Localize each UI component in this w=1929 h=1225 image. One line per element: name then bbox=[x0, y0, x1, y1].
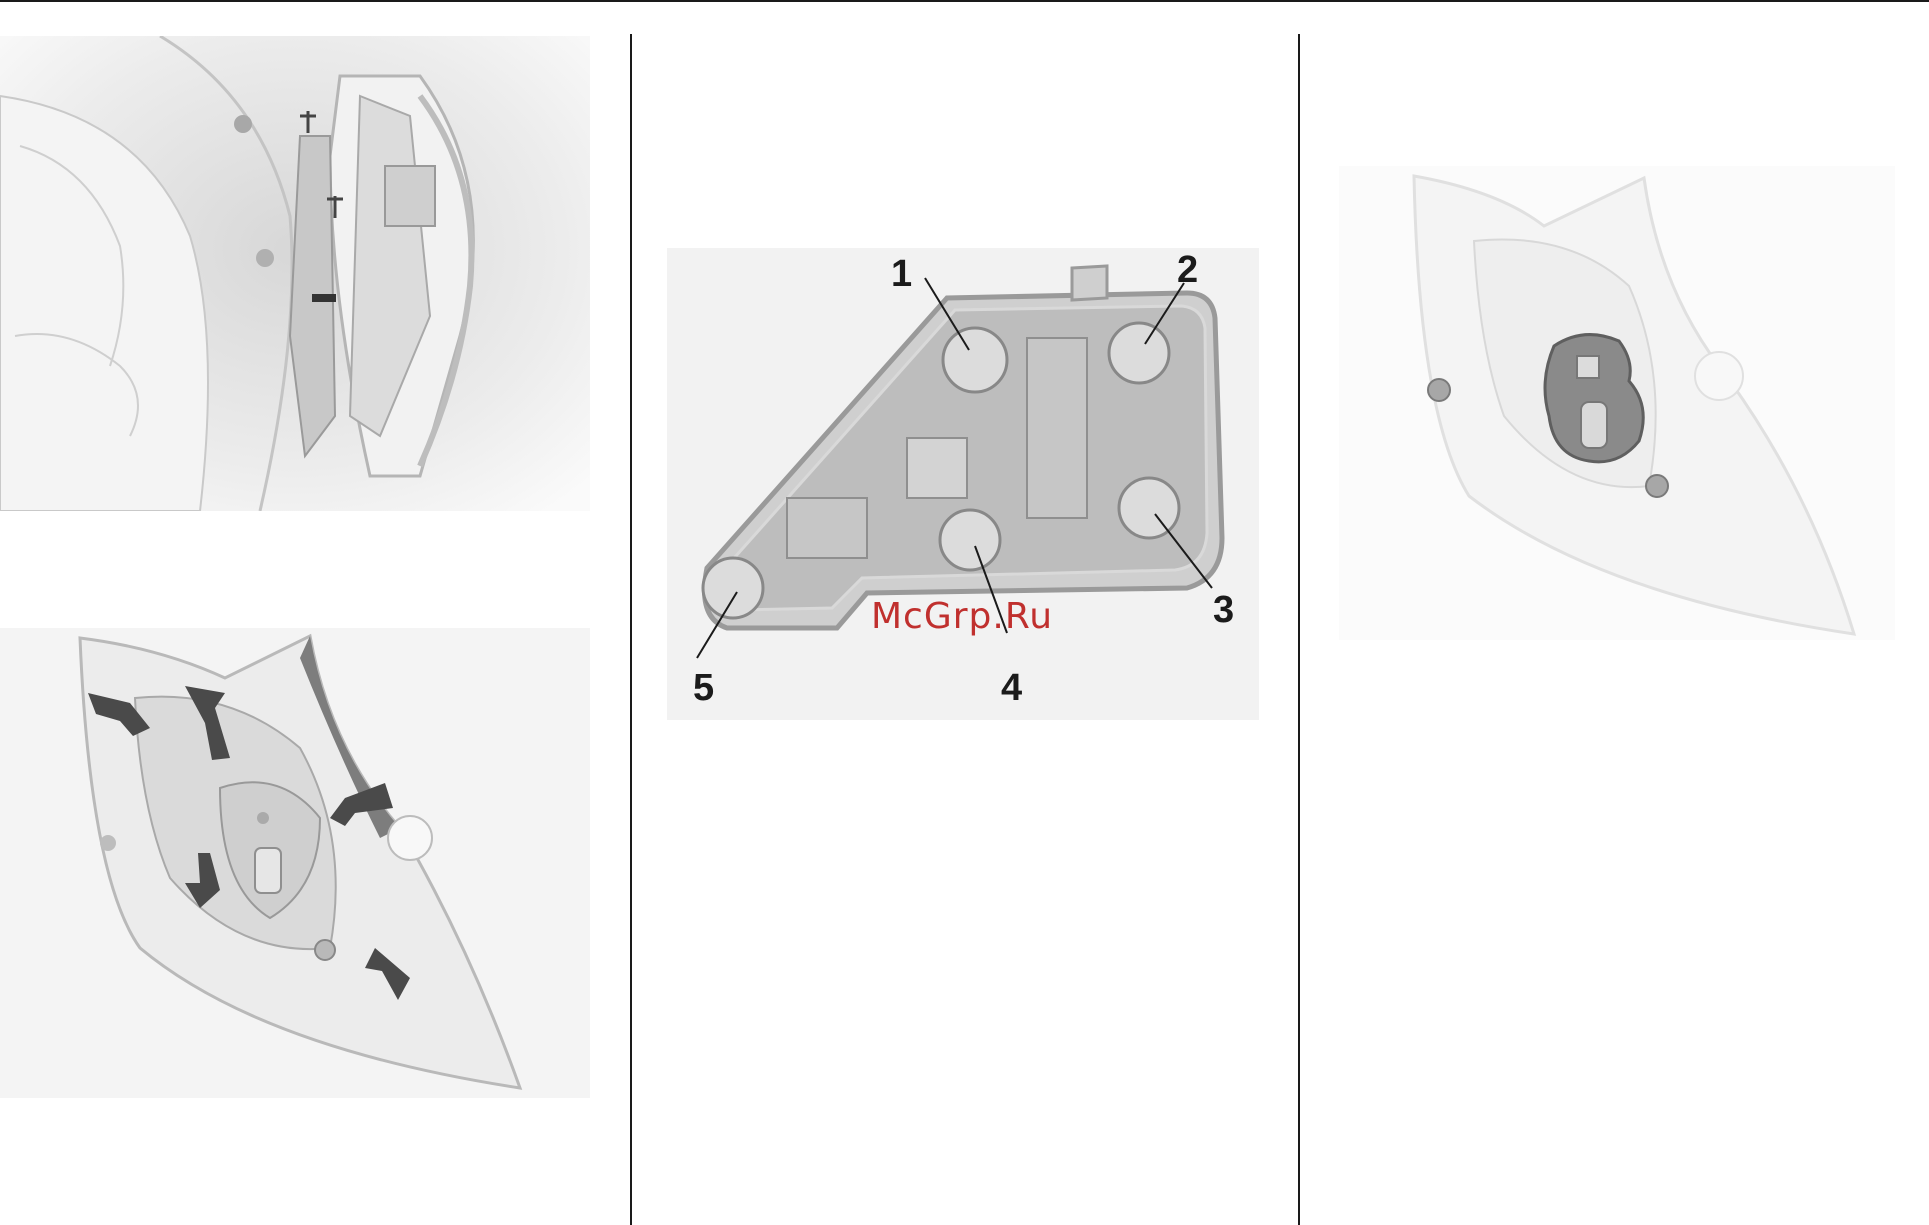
bulb-socket-3 bbox=[1119, 478, 1179, 538]
bulb-socket-1 bbox=[943, 328, 1007, 392]
taillight-holder-illustration bbox=[1339, 166, 1895, 640]
taillight-housing-illustration bbox=[0, 36, 590, 511]
column-divider-left bbox=[630, 34, 632, 1225]
bulb-socket-2 bbox=[1109, 323, 1169, 383]
callout-3: 3 bbox=[1213, 589, 1234, 631]
callout-2: 2 bbox=[1177, 249, 1198, 291]
figure-taillight-housing-in-body bbox=[0, 36, 590, 511]
figure-taillight-rear-arrows bbox=[0, 628, 590, 1098]
figure-taillight-holder-highlight bbox=[1339, 166, 1895, 640]
top-rule bbox=[0, 0, 1929, 2]
bulb-holder-illustration: 1 2 3 4 5 McGrp.Ru bbox=[667, 248, 1259, 720]
figure-bulb-holder: 1 2 3 4 5 McGrp.Ru bbox=[667, 248, 1259, 720]
bulb-socket-4 bbox=[940, 510, 1000, 570]
callout-1: 1 bbox=[891, 253, 912, 295]
watermark-text: McGrp.Ru bbox=[871, 596, 1053, 637]
callout-5: 5 bbox=[693, 667, 714, 709]
callout-4: 4 bbox=[1001, 667, 1022, 709]
bulb-socket-5 bbox=[703, 558, 763, 618]
taillight-rear-illustration bbox=[0, 628, 590, 1098]
column-divider-right bbox=[1298, 34, 1300, 1225]
